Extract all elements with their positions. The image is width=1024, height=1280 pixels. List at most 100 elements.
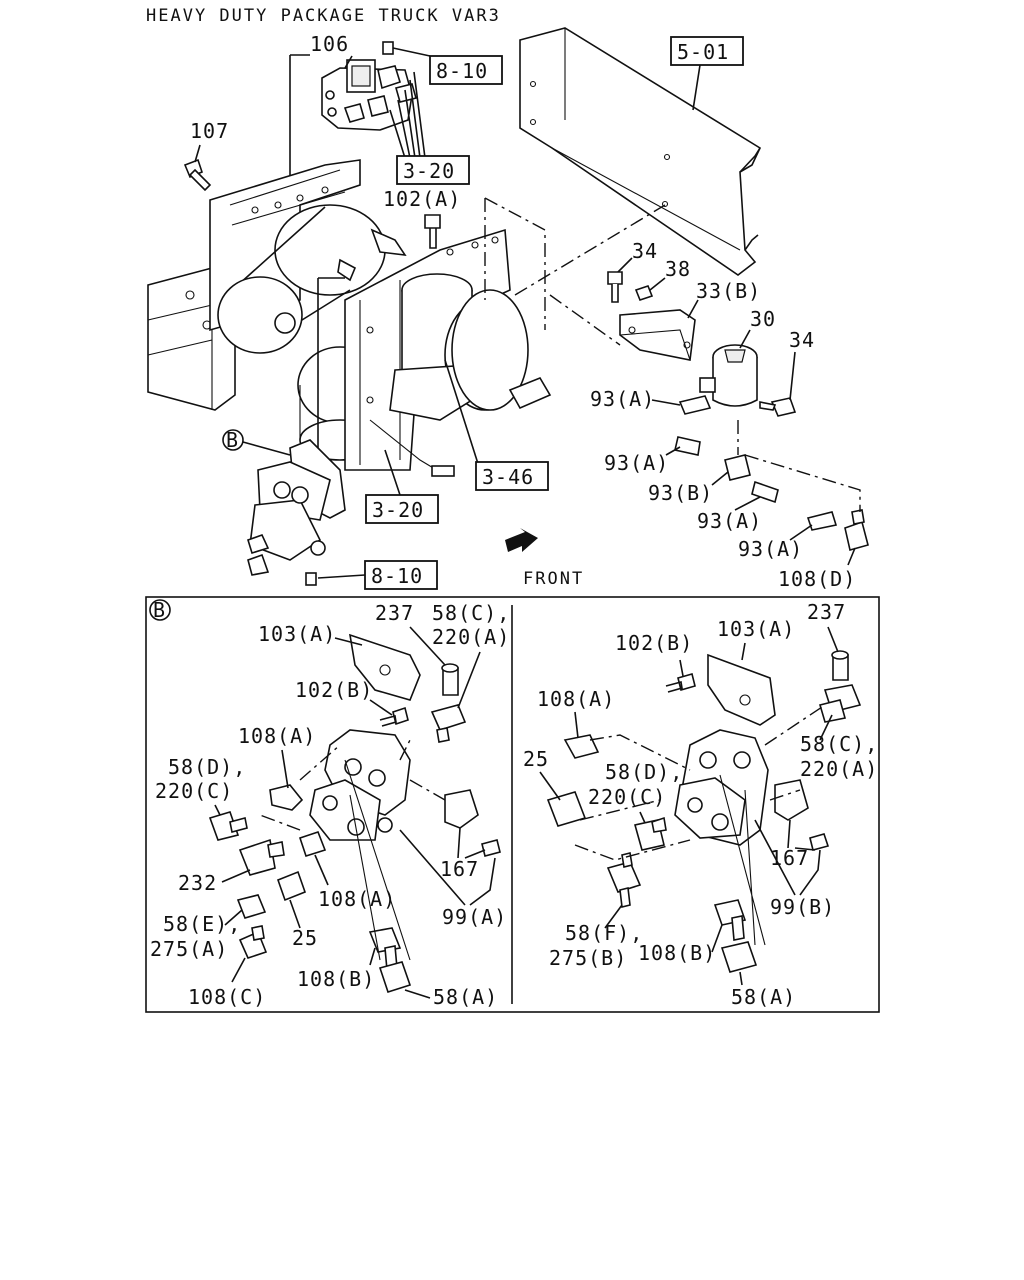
fitting-93a-4 [806, 511, 838, 531]
front-label: FRONT [523, 569, 584, 589]
label-107[interactable]: 107 [190, 119, 229, 143]
leader-left-58a [404, 989, 431, 999]
label-93b[interactable]: 93(B) [648, 481, 713, 505]
right-label-220a[interactable]: 220(A) [800, 757, 878, 781]
left-label-58e[interactable]: 58(E), [163, 912, 241, 936]
bolt-34-top [607, 271, 623, 303]
leader-93a-1 [651, 399, 681, 406]
fitting-93a-3 [751, 480, 779, 504]
leader-right-58d [639, 811, 646, 824]
left-label-232[interactable]: 232 [178, 871, 217, 895]
right-label-25[interactable]: 25 [523, 747, 549, 771]
label-38[interactable]: 38 [665, 257, 691, 281]
right-detail-parts [546, 650, 862, 973]
left-label-275a[interactable]: 275(A) [150, 937, 228, 961]
leader-38 [649, 277, 666, 291]
label-34-right[interactable]: 34 [789, 328, 815, 352]
ref-5-01[interactable]: 5-01 [677, 40, 729, 64]
leader-left-103a [334, 637, 363, 646]
ref-3-46[interactable]: 3-46 [482, 465, 534, 489]
ref-8-10-top[interactable]: 8-10 [436, 59, 488, 83]
left-label-108a-2[interactable]: 108(A) [318, 887, 396, 911]
label-108d[interactable]: 108(D) [778, 567, 856, 591]
label-34-top[interactable]: 34 [632, 239, 658, 263]
left-label-108c[interactable]: 108(C) [188, 985, 266, 1009]
left-label-99a[interactable]: 99(A) [442, 905, 507, 929]
detail-b-label-main[interactable]: B [226, 428, 239, 452]
alignment-line-1 [484, 197, 546, 330]
ref-8-10-bottom[interactable]: 8-10 [371, 564, 423, 588]
ref-box-3-20-top[interactable] [396, 155, 470, 185]
right-label-99b[interactable]: 99(B) [770, 895, 835, 919]
leader-93a-3 [734, 496, 761, 511]
leader-3-20-bottom [384, 449, 401, 496]
leader-left-108b [369, 947, 376, 966]
left-label-58d[interactable]: 58(D), [168, 755, 246, 779]
fitting-93a-2 [674, 436, 701, 456]
left-label-220c[interactable]: 220(C) [155, 779, 233, 803]
label-106[interactable]: 106 [310, 32, 349, 56]
leader-left-58e [224, 909, 243, 926]
label-33b[interactable]: 33(B) [696, 279, 761, 303]
left-label-220a[interactable]: 220(A) [432, 625, 510, 649]
leader-left-25 [289, 899, 301, 929]
right-label-275b[interactable]: 275(B) [549, 946, 627, 970]
b-valve-assembly [247, 439, 346, 576]
left-label-58c[interactable]: 58(C), [432, 601, 510, 625]
left-label-167[interactable]: 167 [440, 857, 479, 881]
alignment-line-2 [514, 204, 666, 296]
label-93a-1[interactable]: 93(A) [590, 387, 655, 411]
ref-box-3-20-bottom[interactable] [365, 494, 439, 524]
label-102a[interactable]: 102(A) [383, 187, 461, 211]
label-93a-3[interactable]: 93(A) [697, 509, 762, 533]
detail-b-marker-panel[interactable] [149, 599, 171, 621]
label-93a-4[interactable]: 93(A) [738, 537, 803, 561]
left-label-25[interactable]: 25 [292, 926, 318, 950]
left-detail-parts [208, 633, 501, 994]
leader-right-99b [754, 819, 821, 896]
ref-box-8-10-top[interactable] [429, 55, 503, 85]
label-30[interactable]: 30 [750, 307, 776, 331]
left-label-58a[interactable]: 58(A) [433, 985, 498, 1009]
right-label-167[interactable]: 167 [770, 846, 809, 870]
left-label-102b[interactable]: 102(B) [295, 678, 373, 702]
leader-93a-4 [789, 524, 813, 541]
right-label-58d[interactable]: 58(D), [605, 760, 683, 784]
leader-3-20-top [389, 71, 426, 159]
detail-b-label-panel[interactable]: B [153, 598, 166, 622]
label-93a-2[interactable]: 93(A) [604, 451, 669, 475]
left-label-108a-1[interactable]: 108(A) [238, 724, 316, 748]
right-label-108b[interactable]: 108(B) [638, 941, 716, 965]
right-label-108a[interactable]: 108(A) [537, 687, 615, 711]
right-label-58c[interactable]: 58(C), [800, 732, 878, 756]
bulb-icon-bottom [305, 572, 317, 586]
alignment-line-3 [549, 294, 621, 346]
leader-right-103a [741, 642, 746, 661]
ref-box-5-01[interactable] [670, 36, 744, 66]
detail-b-marker-main[interactable] [222, 429, 244, 451]
lower-bracket-lines [317, 277, 345, 470]
left-label-108b[interactable]: 108(B) [297, 967, 375, 991]
alignment-line-93 [737, 420, 861, 512]
bulb-icon [382, 41, 394, 55]
ref-box-8-10-bottom[interactable] [364, 560, 438, 590]
right-label-58f[interactable]: 58(F), [565, 921, 643, 945]
right-label-220c[interactable]: 220(C) [588, 785, 666, 809]
leader-left-167 [457, 827, 486, 859]
ref-3-20-top[interactable]: 3-20 [403, 159, 455, 183]
left-label-237[interactable]: 237 [375, 601, 414, 625]
tee-93b [724, 454, 751, 481]
leader-left-108a-1 [281, 749, 289, 789]
ref-box-3-46[interactable] [475, 461, 549, 491]
right-label-237[interactable]: 237 [807, 600, 846, 624]
right-label-58a[interactable]: 58(A) [731, 985, 796, 1009]
right-label-103a[interactable]: 103(A) [717, 617, 795, 641]
leader-93a-2 [665, 446, 681, 456]
valve-30 [699, 344, 758, 407]
left-label-103a[interactable]: 103(A) [258, 622, 336, 646]
ref-3-20-bottom[interactable]: 3-20 [372, 498, 424, 522]
right-label-102b[interactable]: 102(B) [615, 631, 693, 655]
leader-108d [847, 547, 856, 566]
leader-right-237 [827, 626, 839, 653]
